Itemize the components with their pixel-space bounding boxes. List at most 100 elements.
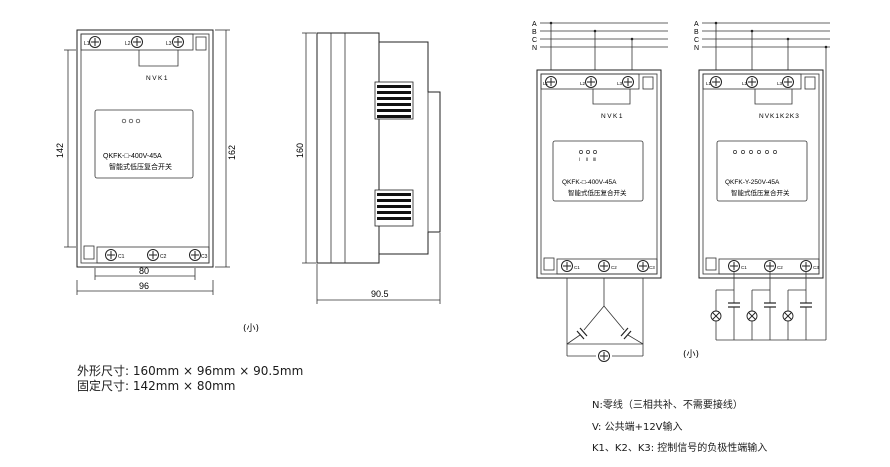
module2-product-name: 智能式低压复合开关 — [731, 188, 790, 197]
dim-162: 162 — [227, 145, 237, 160]
dim-80: 80 — [139, 266, 149, 276]
terminal-screw-icon — [147, 249, 159, 261]
legend-line-3: K1、K2、K3: 控制信号的负极性端输入 — [592, 443, 768, 454]
lamp-icon — [598, 350, 610, 362]
bottom-terminal-strip — [96, 246, 210, 264]
terminal-label: C2 — [611, 265, 617, 270]
top-left-slot — [195, 36, 207, 51]
terminal-label: L1 — [84, 41, 90, 47]
vent-grille-top — [374, 81, 414, 120]
lamp-icon — [710, 310, 722, 322]
bus-label-n: N — [694, 45, 699, 52]
module2-model: QKFK-Y-250V-45A — [725, 179, 780, 186]
terminal-label: C2 — [160, 254, 167, 260]
terminal-screw-icon — [89, 36, 101, 48]
side-body-rear — [316, 32, 380, 264]
terminal-screw-icon — [561, 260, 573, 272]
wiring-diagram-1: A B C N L1 L2 L3 NVK1 Ⅰ Ⅱ Ⅲ QKFK-□-400V-… — [532, 21, 699, 362]
module1-tag: NVK1 — [601, 113, 624, 120]
led-icon — [135, 118, 141, 124]
side-view: 160 90.5 — [295, 32, 441, 304]
vent-grille-bottom — [374, 189, 414, 227]
mounting-dimensions-text: 固定尺寸: 142mm × 80mm — [77, 379, 236, 393]
terminal-label: L3 — [617, 81, 623, 86]
legend-line-2: V: 公共端+12V输入 — [592, 422, 683, 433]
front-caption: (小) — [243, 323, 259, 334]
terminal-label: L1 — [543, 81, 549, 86]
terminal-screw-icon — [585, 76, 597, 88]
module2-tag: NVK1K2K3 — [759, 113, 800, 120]
front-housing-outer — [76, 29, 214, 268]
led-icon — [773, 150, 777, 154]
lamp-icon — [746, 310, 758, 322]
front-product-name: 智能式低压复合开关 — [109, 162, 172, 171]
terminal-label: L1 — [706, 81, 712, 86]
terminal-screw-icon — [782, 76, 794, 88]
module1-housing — [536, 69, 662, 279]
terminal-label: L2 — [125, 41, 131, 47]
top-terminal-strip — [80, 33, 194, 51]
bus-label-n: N — [532, 45, 537, 52]
bus-label-b: B — [532, 29, 537, 36]
terminal-label: L2 — [580, 81, 586, 86]
dim-142: 142 — [55, 143, 65, 158]
front-view: L1 L2 L3 NVK1 QKFK-□-400V-45A 智能式低压复合开关 … — [55, 29, 259, 334]
terminal-label: C2 — [777, 265, 783, 270]
dim-90-5: 90.5 — [371, 289, 389, 299]
terminal-screw-icon — [189, 249, 201, 261]
led-icon — [757, 150, 761, 154]
led-icon — [593, 150, 597, 154]
wiring-caption: (小) — [683, 349, 699, 360]
led-icon — [733, 150, 737, 154]
terminal-screw-icon — [637, 260, 649, 272]
dim-160: 160 — [295, 143, 305, 158]
terminal-label: C3 — [813, 265, 819, 270]
outline-dimensions-text: 外形尺寸: 160mm × 96mm × 90.5mm — [77, 364, 304, 378]
terminal-screw-icon — [728, 260, 740, 272]
legend-line-1: N:零线（三相共补、不需要接线） — [592, 400, 743, 411]
led-icon — [741, 150, 745, 154]
terminal-screw-icon — [598, 260, 610, 272]
led-icon — [749, 150, 753, 154]
front-tag: NVK1 — [146, 75, 169, 82]
bus-label-c: C — [532, 37, 537, 44]
led-icon — [128, 118, 134, 124]
wiring-diagram-2: A B C N L1 L2 L3 NVK1K2K3 QKFK-Y-250V-45… — [694, 21, 830, 341]
terminal-label: C1 — [118, 254, 125, 260]
terminal-screw-icon — [764, 260, 776, 272]
terminal-label: L2 — [742, 81, 748, 86]
module2-housing — [698, 69, 824, 279]
module1-model: QKFK-□-400V-45A — [562, 179, 617, 186]
terminal-screw-icon — [172, 36, 184, 48]
terminal-screw-icon — [746, 76, 758, 88]
terminal-label: C1 — [741, 265, 747, 270]
bus-label-b: B — [694, 29, 699, 36]
bus-label-c: C — [694, 37, 699, 44]
lamp-icon — [782, 310, 794, 322]
front-model: QKFK-□-400V-45A — [103, 153, 162, 160]
bottom-left-slot — [83, 245, 95, 260]
terminal-screw-icon — [710, 76, 722, 88]
terminal-label: L3 — [777, 81, 783, 86]
led-label: Ⅲ — [593, 157, 596, 162]
led-icon — [579, 150, 583, 154]
terminal-screw-icon — [105, 249, 117, 261]
led-label: Ⅱ — [586, 157, 588, 162]
led-icon — [765, 150, 769, 154]
terminal-screw-icon — [131, 36, 143, 48]
led-icon — [586, 150, 590, 154]
terminal-label: C1 — [574, 265, 580, 270]
module1-product-name: 智能式低压复合开关 — [568, 188, 627, 197]
connector-block — [138, 50, 179, 67]
terminal-screw-icon — [622, 76, 634, 88]
terminal-label: L3 — [166, 41, 172, 47]
led-icon — [121, 118, 127, 124]
terminal-label: C3 — [201, 254, 208, 260]
dim-96: 96 — [139, 281, 149, 291]
bus-label-a: A — [532, 21, 537, 28]
terminal-label: C3 — [649, 265, 655, 270]
terminal-screw-icon — [800, 260, 812, 272]
label-panel — [94, 109, 194, 179]
led-label: Ⅰ — [579, 157, 580, 162]
